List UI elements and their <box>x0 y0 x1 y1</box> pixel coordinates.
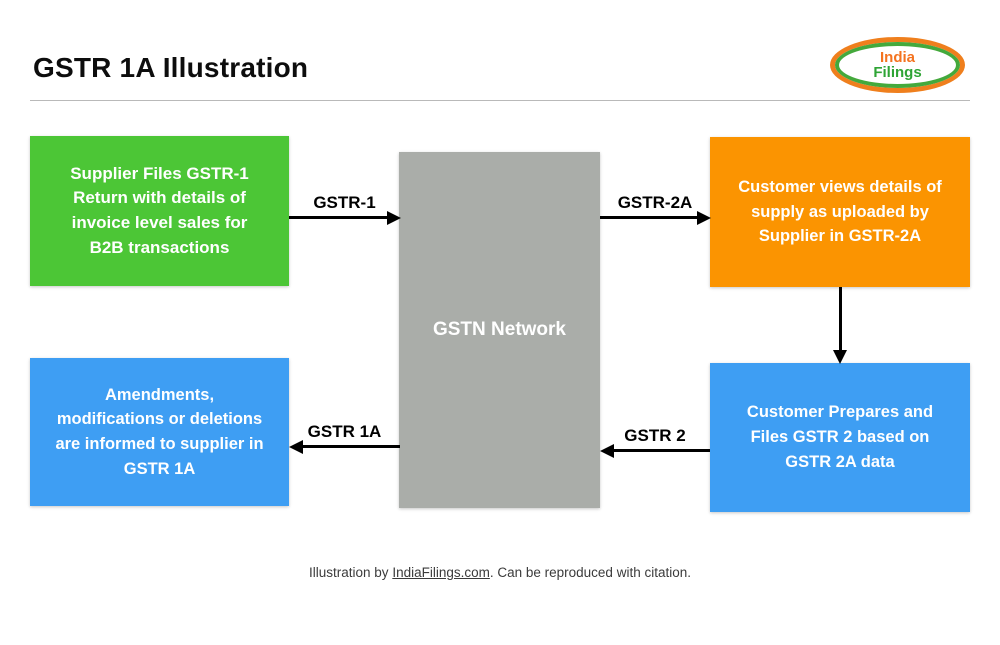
logo-outer-ring: India Filings <box>830 37 965 93</box>
gstr1a-arrowhead-icon <box>289 440 303 454</box>
box-amendments-gstr1a: Amendments, modifications or deletions a… <box>30 358 289 506</box>
footer-suffix: . Can be reproduced with citation. <box>489 565 691 580</box>
box-amendments-text: Amendments, modifications or deletions a… <box>55 385 264 478</box>
box-customer-prepare-text: Customer Prepares and Files GSTR 2 based… <box>746 403 934 471</box>
box-customer-prepares-gstr2: Customer Prepares and Files GSTR 2 based… <box>710 363 970 512</box>
gstr1a-arrow-label: GSTR 1A <box>307 422 382 441</box>
down-arrow-line <box>839 287 842 353</box>
gstr2-arrow-label: GSTR 2 <box>624 426 686 445</box>
indiafilings-link[interactable]: IndiaFilings.com <box>392 565 490 580</box>
box-supplier-files-gstr1: Supplier Files GSTR-1 Return with detail… <box>30 136 289 286</box>
gstr1-arrowhead-icon <box>387 211 401 225</box>
title-divider <box>30 100 970 101</box>
gstr2a-arrow-line <box>600 216 700 219</box>
box-customer-view-text: Customer views details of supply as uplo… <box>738 177 942 246</box>
gstr1-arrow-line <box>289 216 389 219</box>
down-arrowhead-icon <box>833 350 847 364</box>
gstr2a-arrowhead-icon <box>697 211 711 225</box>
gstr2-arrowhead-icon <box>600 444 614 458</box>
page-title: GSTR 1A Illustration <box>33 52 309 83</box>
box-supplier-text: Supplier Files GSTR-1 Return with detail… <box>70 163 249 257</box>
box-customer-views-gstr2a: Customer views details of supply as uplo… <box>710 137 970 287</box>
gstr2-arrow-line <box>610 449 710 452</box>
footer-prefix: Illustration by <box>309 565 393 580</box>
footer-citation: Illustration by IndiaFilings.com. Can be… <box>0 565 1000 580</box>
box-network-text: GSTN Network <box>432 319 567 340</box>
gstr1-arrow-label: GSTR-1 <box>313 193 376 212</box>
gstr2a-arrow-label: GSTR-2A <box>617 193 693 212</box>
box-gstn-network: GSTN Network <box>399 152 600 508</box>
logo-text-india: India <box>879 48 915 66</box>
logo-text-filings: Filings <box>873 64 922 81</box>
indiafilings-logo: India Filings <box>830 37 965 93</box>
gstr1a-arrow-line <box>299 445 400 448</box>
logo-inner-ring: India Filings <box>835 42 960 88</box>
